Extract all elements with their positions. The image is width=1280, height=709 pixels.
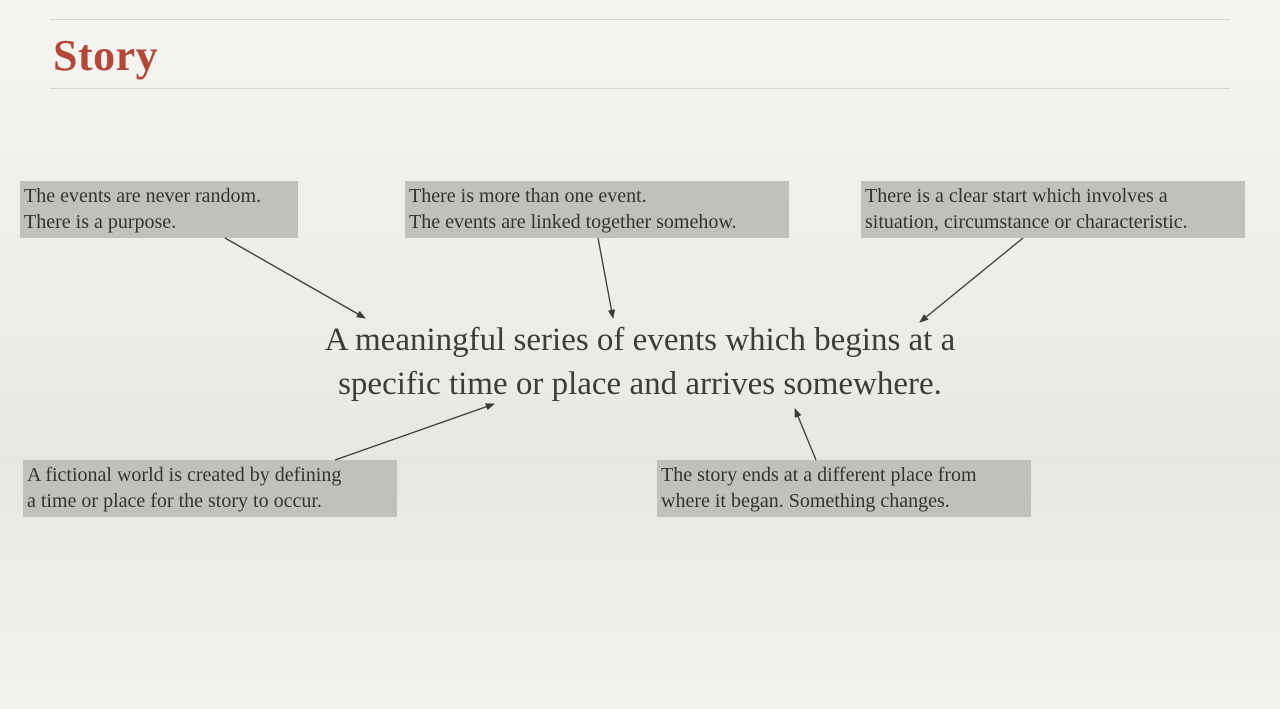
note-fictional-world: A fictional world is created by defining…: [23, 460, 397, 517]
note-line: A fictional world is created by defining: [27, 464, 342, 486]
note-line: There is more than one event.: [409, 185, 647, 207]
note-line: The story ends at a different place from: [661, 464, 977, 486]
story-definition: A meaningful series of events which begi…: [260, 318, 1020, 406]
note-linked-events: There is more than one event. The events…: [405, 181, 789, 238]
note-clear-start: There is a clear start which involves a …: [861, 181, 1245, 238]
arrow-fictional-world: [334, 403, 495, 461]
note-different-ending: The story ends at a different place from…: [657, 460, 1031, 517]
arrow-different-ending: [794, 408, 817, 461]
definition-line: specific time or place and arrives somew…: [338, 366, 942, 402]
note-never-random: The events are never random. There is a …: [20, 181, 298, 238]
arrow-linked-events: [597, 237, 616, 319]
definition-line: A meaningful series of events which begi…: [324, 322, 956, 358]
slide-title: Story: [53, 31, 159, 80]
note-line: There is a purpose.: [24, 211, 177, 233]
arrow-clear-start: [919, 237, 1024, 323]
note-line: The events are never random.: [24, 185, 262, 207]
note-line: situation, circumstance or characteristi…: [865, 211, 1188, 233]
top-rule: [50, 19, 1230, 20]
note-line: The events are linked together somehow.: [409, 211, 737, 233]
note-line: where it began. Something changes.: [661, 490, 950, 512]
arrow-never-random: [224, 237, 366, 319]
title-underline-rule: [50, 88, 1230, 89]
note-line: a time or place for the story to occur.: [27, 490, 322, 512]
note-line: There is a clear start which involves a: [865, 185, 1168, 207]
